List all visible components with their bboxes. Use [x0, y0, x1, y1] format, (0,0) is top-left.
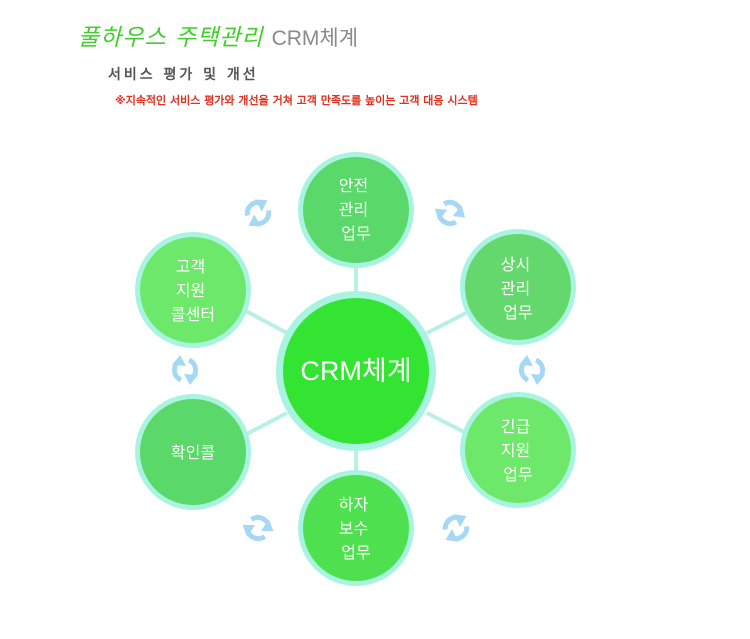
section-subtitle: 서비스 평가 및 개선 — [108, 67, 259, 83]
crm-heading: CRM체계 — [271, 27, 359, 50]
cycle-arrow-icon — [238, 194, 277, 233]
node-label: 안전 관리 업무 — [339, 176, 374, 243]
brand-name: 풀하우스 주택관리 — [78, 25, 264, 51]
node-confirm: 확인콜 — [135, 394, 251, 510]
cycle-arrow-icon — [519, 355, 545, 385]
node-emergency: 긴급 지원 업무 — [460, 392, 576, 508]
page-title: 풀하우스 주택관리 CRM체계 — [78, 18, 359, 51]
node-callcenter: 고객 지원 콜센터 — [135, 232, 251, 348]
node-label: 고객 지원 콜센터 — [171, 257, 215, 324]
center-label: CRM체계 — [300, 356, 411, 386]
cycle-arrow-icon — [172, 355, 198, 385]
node-defect: 하자 보수 업무 — [298, 470, 414, 586]
node-regular: 상시 관리 업무 — [460, 229, 576, 345]
connector-callcenter — [243, 308, 288, 335]
node-label: 긴급 지원 업무 — [501, 417, 536, 484]
cycle-arrow-icon — [239, 509, 278, 547]
center-node: CRM체계 — [276, 291, 436, 451]
node-label: 하자 보수 업무 — [339, 495, 374, 562]
connector-regular — [426, 311, 467, 335]
tagline: ※지속적인 서비스 평가와 개선을 거쳐 고객 만족도를 높이는 고객 대응 시… — [115, 94, 478, 107]
connector-emergency — [426, 411, 467, 435]
node-safety: 안전 관리 업무 — [298, 152, 414, 268]
connector-confirm — [242, 411, 288, 438]
cycle-arrow-icon — [437, 509, 476, 547]
cycle-arrow-icon — [430, 194, 469, 233]
node-label: 확인콜 — [171, 443, 215, 462]
node-label: 상시 관리 업무 — [501, 255, 536, 322]
